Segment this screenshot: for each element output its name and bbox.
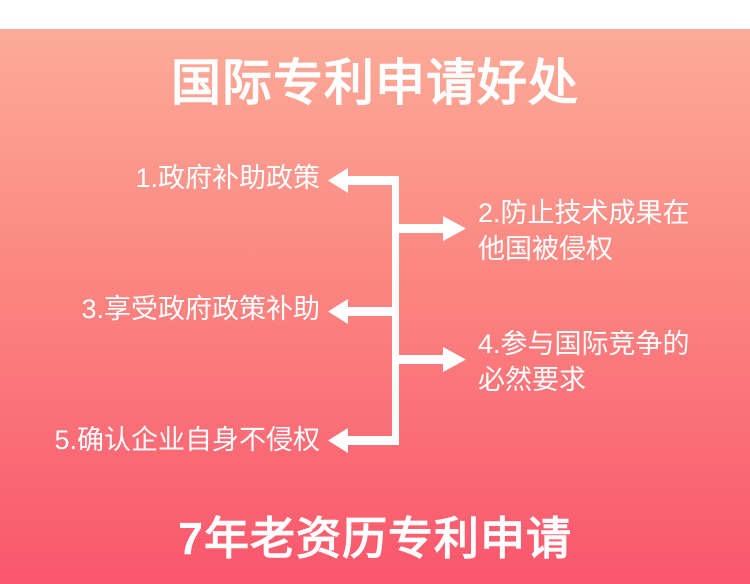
benefit-item-1-line-1: 1.政府补助政策 [135,163,320,193]
benefit-item-5: 5.确认企业自身不侵权 [0,423,320,459]
benefit-item-3-line-1: 3.享受政府政策补助 [81,294,320,324]
benefit-item-4: 4.参与国际竞争的 必然要求 [478,327,750,399]
page-title: 国际专利申请好处 [171,55,579,111]
poster-footer-tagline: 7年老资历专利申请 [177,513,573,564]
top-white-strip [0,0,750,29]
gradient-background-panel [0,29,750,584]
benefit-item-2: 2.防止技术成果在 他国被侵权 [478,196,750,268]
benefit-item-5-line-1: 5.确认企业自身不侵权 [54,425,320,455]
benefit-item-2-line-2: 他国被侵权 [478,233,613,264]
benefit-item-4-line-2: 必然要求 [478,364,586,395]
benefit-item-3: 3.享受政府政策补助 [0,292,320,328]
benefit-item-4-line-1: 4.参与国际竞争的 [478,329,690,359]
benefit-item-1: 1.政府补助政策 [0,161,320,197]
benefit-item-2-line-1: 2.防止技术成果在 [478,198,690,228]
